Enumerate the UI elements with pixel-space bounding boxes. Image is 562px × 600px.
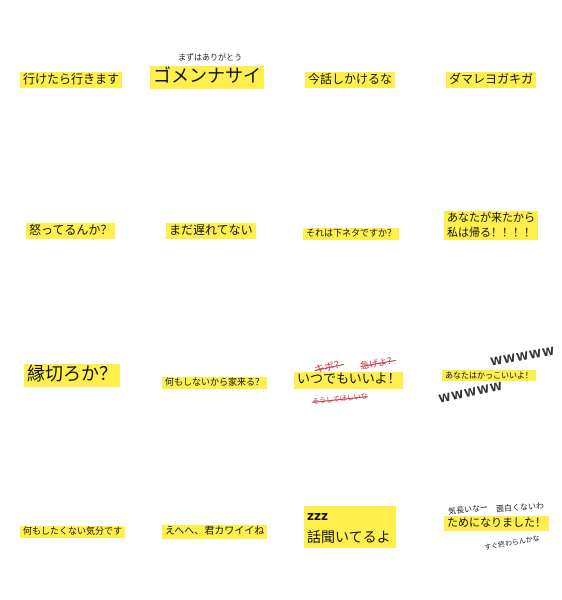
sticker-5[interactable]: 怒ってるんか？	[26, 219, 116, 239]
sticker-6[interactable]: まだ遅れてない	[166, 219, 256, 239]
sticker-7[interactable]: それは下ネタですか？	[303, 221, 400, 241]
sticker-14-text: えへへ、君カワイイね	[162, 525, 268, 539]
sticker-15-line1: zzz	[307, 509, 328, 523]
sticker-16-text-a: 気長いなー	[447, 502, 489, 517]
sticker-11[interactable]: キボ？ 急げよ？ いつでもいいよ！ そうしてほしいな	[292, 352, 412, 410]
sticker-15-line2: 話聞いてるよ	[307, 530, 391, 546]
sticker-16[interactable]: 気長いなー 面白くないわ ためになりました！ すぐ終わらんかな	[444, 501, 549, 554]
sticker-6-text: まだ遅れてない	[166, 223, 256, 239]
sticker-8-line2: 私は帰る！！！！	[444, 225, 538, 241]
sticker-2-text: ゴメンナサイ	[150, 66, 264, 89]
sticker-5-text: 怒ってるんか？	[26, 223, 116, 239]
sticker-16-text-c: すぐ終わらんかな	[483, 534, 541, 552]
sticker-12[interactable]: WWWWW あなたはかっこいいよ！ WWWWW	[437, 344, 556, 406]
sticker-4-text: ダマレヨガキガ	[446, 72, 537, 88]
sticker-12-wave-top: WWWWW	[489, 344, 557, 369]
sticker-7-text: それは下ネタですか？	[303, 228, 400, 241]
sticker-11-text-c: そうしてほしいな	[311, 392, 369, 406]
sticker-2[interactable]: まずはありがとう ゴメンナサイ	[150, 52, 272, 92]
sticker-15[interactable]: zzz 話聞いてるよ	[304, 506, 396, 548]
sticker-14[interactable]: えへへ、君カワイイね	[162, 519, 268, 539]
sticker-10[interactable]: 何もしないから家来る？	[162, 370, 268, 390]
sticker-11-text: いつでもいいよ！	[294, 372, 404, 389]
sticker-8[interactable]: あなたが来たから 私は帰る！！！！	[444, 211, 538, 241]
sticker-1[interactable]: 行けたら行きます	[20, 68, 123, 88]
sticker-9-text: 縁切ろか？	[24, 364, 120, 387]
sticker-9[interactable]: 縁切ろか？	[24, 364, 120, 387]
sticker-13[interactable]: 何もしたくない気分です	[20, 519, 126, 539]
sticker-10-text: 何もしないから家来る？	[162, 377, 268, 390]
sticker-2-subtext: まずはありがとう	[178, 53, 242, 62]
sticker-1-text: 行けたら行きます	[20, 72, 123, 88]
sticker-11-text-b: 急げよ？	[359, 355, 397, 373]
sticker-3[interactable]: 今話しかけるな	[305, 68, 396, 88]
sticker-4[interactable]: ダマレヨガキガ	[446, 68, 537, 88]
sticker-13-text: 何もしたくない気分です	[20, 526, 126, 539]
sticker-12-wave-bottom: WWWWW	[437, 379, 505, 406]
sticker-16-text-b: 面白くないわ	[495, 501, 545, 514]
sticker-3-text: 今話しかけるな	[305, 72, 396, 88]
sticker-12-text: あなたはかっこいいよ！	[442, 370, 536, 382]
sticker-8-line1: あなたが来たから	[444, 211, 538, 226]
sticker-16-text: ためになりました！	[444, 516, 549, 531]
